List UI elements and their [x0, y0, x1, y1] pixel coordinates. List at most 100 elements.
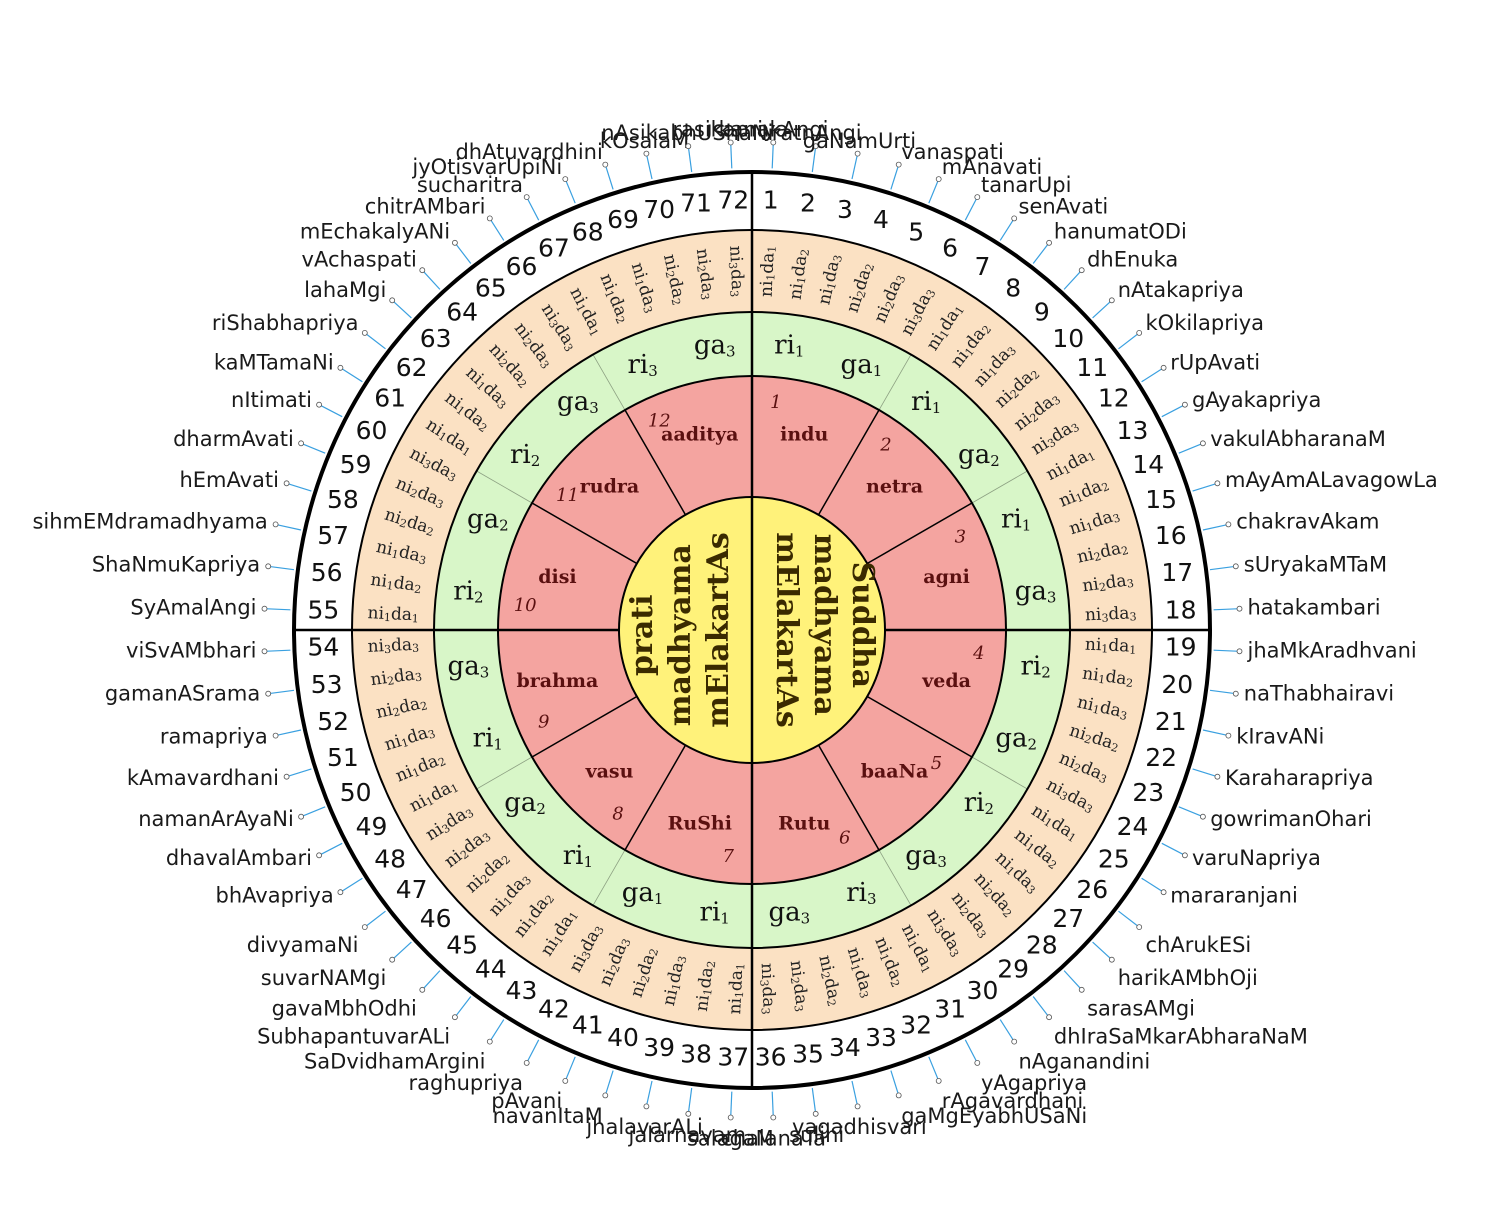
leader-dot — [1225, 732, 1232, 739]
leader-line — [1213, 608, 1240, 611]
leader-dot — [1078, 267, 1085, 274]
leader-line — [645, 153, 653, 180]
melakarta-name: sihmEMdramadhyama — [32, 510, 267, 534]
chakra-number: 10 — [514, 595, 537, 616]
swara-label: ri1 — [563, 841, 593, 871]
leader-dot — [419, 267, 426, 274]
swara-label: ri1 — [473, 723, 503, 753]
leader-line — [999, 218, 1015, 241]
leader-line — [421, 269, 441, 290]
swara-label: ri3 — [627, 350, 657, 380]
melakarta-number: 4 — [873, 205, 889, 234]
swara-label: ga1 — [622, 878, 664, 908]
leader-line — [454, 242, 472, 264]
melakarta-name: Karaharapriya — [1225, 766, 1374, 790]
melakarta-name: hatakambari — [1248, 595, 1381, 619]
melakarta-name: varuNapriya — [1192, 846, 1321, 870]
melakarta-name: mAnavati — [942, 155, 1042, 179]
chakra-name: rudra — [580, 476, 639, 498]
melakarta-name: vagadhisvari — [792, 1115, 927, 1139]
swara-label: ga3 — [905, 841, 947, 871]
wheel-divider — [866, 502, 973, 565]
leader-line — [1202, 523, 1229, 531]
leader-dot — [974, 194, 981, 201]
melakarta-number: 69 — [607, 205, 639, 234]
leader-line — [730, 1091, 733, 1118]
melakarta-name: harikAMbhOji — [1118, 966, 1258, 990]
ni-da-label: ni2da3 — [369, 663, 423, 690]
chakra-name: indu — [780, 423, 828, 445]
melakarta-number: 60 — [356, 416, 388, 445]
chakra-name: disi — [538, 566, 576, 588]
melakarta-name: sucharitra — [417, 173, 523, 197]
leader-line — [1063, 970, 1083, 991]
leader-dot — [419, 986, 426, 993]
leader-dot — [1011, 1038, 1018, 1045]
leader-line — [928, 178, 940, 204]
center-title-left: prati madhyama mElakartAs — [625, 532, 736, 728]
leader-dot — [389, 297, 396, 304]
swara-label: ri2 — [510, 440, 540, 470]
melakarta-number: 56 — [311, 558, 343, 587]
leader-line — [275, 523, 302, 531]
melakarta-name: senAvati — [1019, 195, 1109, 219]
leader-dot — [1136, 924, 1143, 930]
leader-dot — [974, 1060, 981, 1066]
wheel-divider — [624, 409, 687, 516]
leader-dot — [770, 1114, 777, 1121]
melakarta-name: dhAtuvardhini — [455, 140, 602, 164]
leader-line — [851, 1080, 859, 1107]
melakarta-number: 5 — [908, 218, 924, 247]
chakra-number: 2 — [879, 435, 891, 456]
melakarta-number: 19 — [1165, 633, 1197, 662]
leader-line — [421, 970, 441, 991]
ni-da-label: ni1da3 — [1075, 692, 1130, 723]
leader-line — [364, 910, 386, 928]
melakarta-number: 18 — [1165, 595, 1197, 624]
melakarta-number: 66 — [506, 252, 538, 281]
leader-dot — [1078, 986, 1085, 993]
leader-dot — [1232, 563, 1239, 570]
melakarta-number: 47 — [396, 875, 428, 904]
melakarta-number: 35 — [792, 1039, 824, 1068]
ni-da-label: ni1da2 — [369, 569, 423, 596]
swara-label: ga3 — [694, 330, 736, 360]
leader-line — [730, 142, 733, 169]
ni-da-label: ni1da3 — [1067, 504, 1122, 539]
leader-dot — [1225, 521, 1232, 528]
melakarta-number: 17 — [1161, 558, 1193, 587]
melakarta-number: 20 — [1161, 670, 1193, 699]
leader-line — [1092, 299, 1113, 319]
melakarta-name: suvarNAMgi — [261, 966, 387, 990]
melakarta-names: kanakAngiratnAngigaNamUrtivanaspatimAnav… — [32, 118, 1437, 1151]
leader-dot — [643, 1103, 650, 1110]
leader-line — [1161, 842, 1186, 856]
ni-da-label: ni2da3 — [1081, 569, 1135, 596]
leader-line — [1209, 689, 1236, 695]
melakarta-name: gamanASrama — [105, 682, 260, 706]
chakra-number: 12 — [648, 411, 671, 432]
melakarta-number: 21 — [1155, 707, 1187, 736]
melakarta-number: 72 — [717, 185, 749, 214]
melakarta-name: ramapriya — [160, 724, 268, 748]
leader-line — [1213, 649, 1240, 652]
melakarta-number: 1 — [763, 185, 779, 214]
ni-da-label: ni1da1 — [367, 603, 419, 626]
leader-dot — [1046, 1014, 1052, 1021]
ni-da-label: ni3da3 — [1085, 603, 1137, 626]
melakarta-name: jhalavarALi — [585, 1115, 703, 1139]
melakarta-number: 10 — [1052, 324, 1084, 353]
melakarta-name: lahaMgi — [304, 278, 386, 302]
melakarta-name: dhEnuka — [1087, 247, 1178, 271]
leader-line — [604, 164, 614, 190]
melakarta-name: rasikapriya — [672, 118, 788, 142]
leader-dot — [854, 150, 861, 157]
melakarta-name: kaMTamaNi — [214, 351, 334, 375]
melakarta-name: ratnAngi — [772, 121, 862, 145]
chakra-number: 1 — [770, 392, 781, 413]
leader-line — [851, 153, 859, 180]
melakarta-name: kOkilapriya — [1146, 311, 1264, 335]
swara-label: ga1 — [841, 350, 883, 380]
leader-dot — [1011, 215, 1018, 222]
